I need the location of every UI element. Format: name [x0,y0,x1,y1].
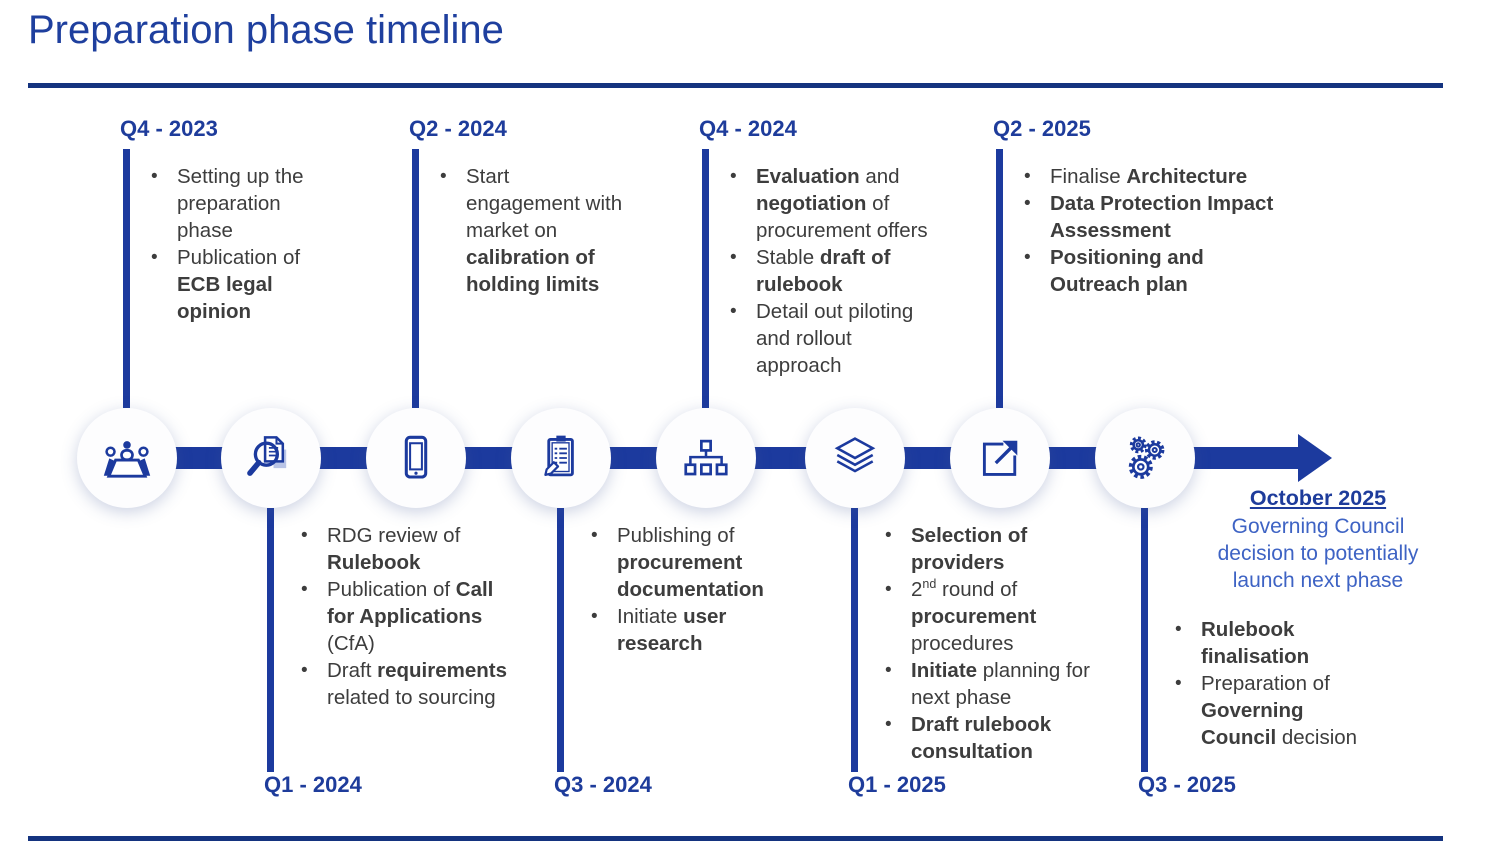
document-search-icon [244,431,298,485]
bottom-divider [28,836,1443,841]
list-item: Preparation of Governing Council decisio… [1173,670,1385,751]
list-item: 2nd round of procurement procedures [883,576,1115,657]
milestone-bullets: Start engagement with market on calibrat… [438,163,656,298]
list-item: Publication of Call for Applications (Cf… [299,576,521,657]
endpoint-date: October 2025 [1249,486,1387,510]
meeting-icon [100,431,154,485]
milestone-circle [366,408,466,508]
milestone-connector [412,149,419,408]
milestone-circle [805,408,905,508]
milestone-connector [851,508,858,772]
list-item: Draft requirements related to sourcing [299,657,521,711]
list-item: Stable draft of rulebook [728,244,950,298]
gears-icon [1118,431,1172,485]
quarter-label: Q1 - 2024 [264,772,362,797]
list-item: Start engagement with market on calibrat… [438,163,656,298]
quarter-label: Q2 - 2024 [409,116,507,141]
quarter-label: Q2 - 2025 [993,116,1091,141]
milestone-bullets: RDG review of RulebookPublication of Cal… [299,522,521,711]
milestone-connector [702,149,709,408]
milestone-circle [221,408,321,508]
milestone-bullets: Publishing of procurement documentationI… [589,522,794,657]
smartphone-icon [389,431,443,485]
milestone-circle [77,408,177,508]
quarter-label: Q3 - 2025 [1138,772,1236,797]
milestone-bullets: Setting up the preparation phasePublicat… [149,163,327,325]
milestone-connector [996,149,1003,408]
list-item: Publishing of procurement documentation [589,522,794,603]
milestone-circle [950,408,1050,508]
list-item: Finalise Architecture [1022,163,1300,190]
quarter-label: Q1 - 2025 [848,772,946,797]
timeline-arrowhead-icon [1298,434,1332,482]
milestone-bullets: Selection of providers2nd round of procu… [883,522,1115,765]
top-divider [28,83,1443,88]
milestone-circle [1095,408,1195,508]
quarter-label: Q4 - 2024 [699,116,797,141]
milestone-connector [1141,508,1148,772]
milestone-circle [656,408,756,508]
timeline-endpoint: October 2025 Governing Council decision … [1196,486,1440,594]
org-chart-icon [679,431,733,485]
quarter-label: Q3 - 2024 [554,772,652,797]
milestone-bullets: Evaluation and negotiation of procuremen… [728,163,950,379]
list-item: RDG review of Rulebook [299,522,521,576]
list-item: Data Protection Impact Assessment [1022,190,1300,244]
milestone-bullets: Finalise ArchitectureData Protection Imp… [1022,163,1300,298]
milestone-connector [267,508,274,772]
list-item: Initiate planning for next phase [883,657,1115,711]
clipboard-icon [534,431,588,485]
milestone-bullets: Rulebook finalisationPreparation of Gove… [1173,616,1385,751]
list-item: Initiate user research [589,603,794,657]
list-item: Evaluation and negotiation of procuremen… [728,163,950,244]
milestone-connector [123,149,130,408]
list-item: Publication of ECB legal opinion [149,244,327,325]
list-item: Selection of providers [883,522,1115,576]
list-item: Rulebook finalisation [1173,616,1385,670]
milestone-connector [557,508,564,772]
list-item: Detail out piloting and rollout approach [728,298,950,379]
list-item: Draft rulebook consultation [883,711,1115,765]
milestone-circle [511,408,611,508]
quarter-label: Q4 - 2023 [120,116,218,141]
export-icon [973,431,1027,485]
list-item: Setting up the preparation phase [149,163,327,244]
page-title: Preparation phase timeline [28,8,504,52]
layers-icon [828,431,882,485]
list-item: Positioning and Outreach plan [1022,244,1300,298]
endpoint-description: Governing Council decision to potentiall… [1217,515,1419,592]
